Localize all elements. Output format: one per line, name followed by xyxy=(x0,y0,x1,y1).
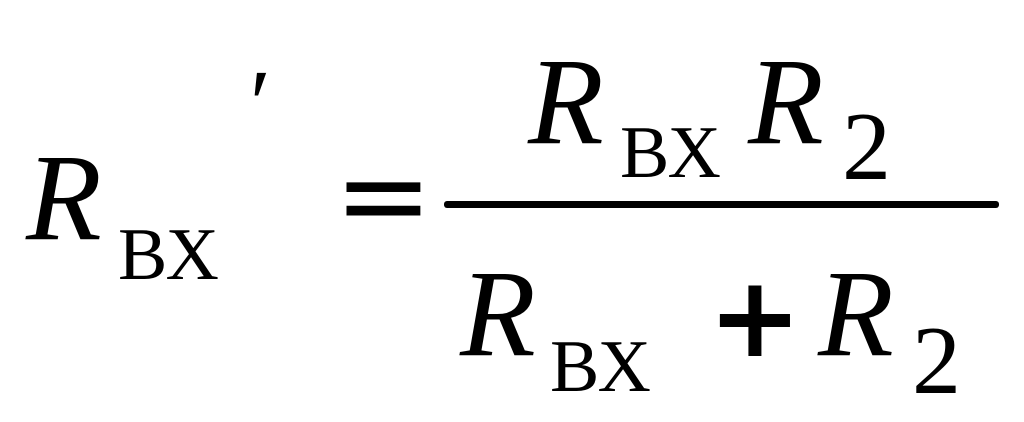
numerator-factor2-symbol: R xyxy=(748,33,824,170)
denominator-term2-symbol: R xyxy=(818,245,894,382)
denominator-plus-operator: + xyxy=(708,253,802,383)
lhs-prime: ′ xyxy=(244,50,265,157)
numerator-factor1-symbol: R xyxy=(528,33,604,170)
denominator-term2-subscript: 2 xyxy=(912,307,961,415)
equals-sign: = xyxy=(334,126,433,264)
lhs-subscript: ВХ xyxy=(118,214,219,296)
numerator-factor2-subscript: 2 xyxy=(842,93,891,201)
denominator-term1-symbol: R xyxy=(460,245,536,382)
fraction-bar xyxy=(444,201,999,208)
lhs-symbol: R xyxy=(26,129,102,266)
numerator-factor1-subscript: ВХ xyxy=(620,112,721,194)
denominator-term1-subscript: ВХ xyxy=(550,326,651,408)
